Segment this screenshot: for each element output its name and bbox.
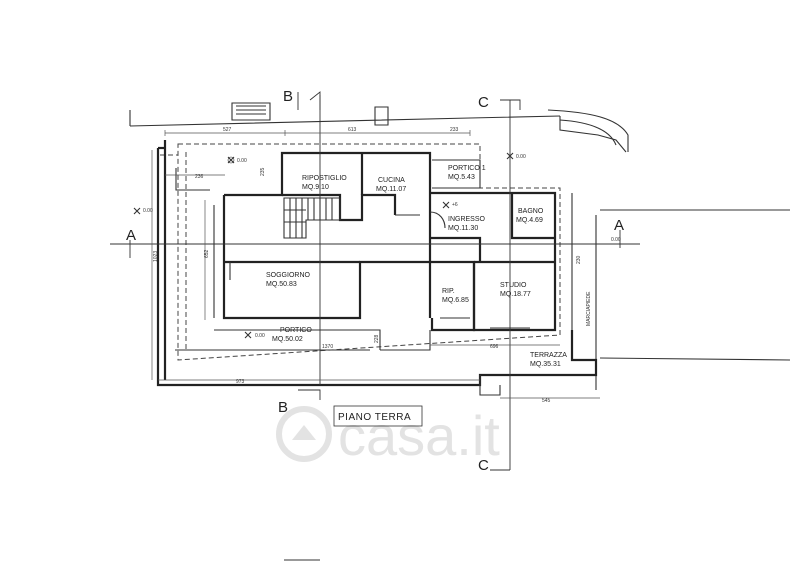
svg-text:+6: +6 bbox=[452, 202, 458, 208]
room-name: BAGNO bbox=[518, 208, 544, 215]
room-area: MQ.50.02 bbox=[272, 336, 303, 343]
level-values: 0.00 0.00 0.00 0.00 0.00 +6 bbox=[143, 154, 621, 339]
room-area: MQ.11.30 bbox=[448, 225, 478, 232]
room-area: MQ.35.31 bbox=[530, 361, 561, 368]
dimension-values: 527 613 233 236 235 1023 652 1370 228 69… bbox=[153, 127, 582, 404]
stairs bbox=[283, 197, 341, 239]
svg-text:527: 527 bbox=[223, 127, 232, 133]
room-name: STUDIO bbox=[500, 282, 527, 289]
svg-text:1023: 1023 bbox=[153, 251, 159, 262]
svg-text:0.00: 0.00 bbox=[143, 208, 153, 214]
level-markers bbox=[133, 152, 514, 339]
room-name: RIPOSTIGLIO bbox=[302, 175, 347, 182]
section-a-left: A bbox=[126, 227, 136, 244]
dimension-lines bbox=[151, 130, 600, 399]
svg-text:1370: 1370 bbox=[322, 344, 333, 350]
svg-text:casa.it: casa.it bbox=[338, 404, 500, 467]
building-walls bbox=[156, 140, 598, 396]
svg-text:545: 545 bbox=[542, 398, 551, 404]
svg-text:652: 652 bbox=[204, 249, 210, 258]
svg-text:230: 230 bbox=[576, 255, 582, 264]
room-name: CUCINA bbox=[378, 177, 405, 184]
svg-text:0.00: 0.00 bbox=[255, 333, 265, 339]
room-area: MQ.6.85 bbox=[442, 297, 469, 304]
section-c-bottom: C bbox=[478, 457, 489, 474]
section-b-bottom: B bbox=[278, 399, 288, 416]
room-area: MQ.9.10 bbox=[302, 184, 329, 191]
svg-text:973: 973 bbox=[236, 379, 245, 385]
svg-text:236: 236 bbox=[195, 174, 204, 180]
room-area: MQ.50.83 bbox=[266, 281, 297, 288]
svg-text:0.00: 0.00 bbox=[516, 154, 526, 160]
section-c-top: C bbox=[478, 94, 489, 111]
plan-title: PIANO TERRA bbox=[333, 405, 423, 427]
svg-text:696: 696 bbox=[490, 344, 499, 350]
room-name: PORTICO bbox=[280, 327, 312, 334]
perimeter-dashed bbox=[160, 143, 561, 361]
room-area: MQ.5.43 bbox=[448, 174, 475, 181]
plan-title-text: PIANO TERRA bbox=[338, 412, 411, 423]
site-context bbox=[129, 102, 791, 390]
room-name: RIP. bbox=[442, 288, 455, 295]
section-markers: B B C C A A bbox=[126, 88, 624, 474]
svg-text:613: 613 bbox=[348, 127, 357, 133]
room-name: INGRESSO bbox=[448, 216, 486, 223]
doors bbox=[229, 211, 530, 329]
room-labels: RIPOSTIGLIO MQ.9.10 CUCINA MQ.11.07 PORT… bbox=[266, 165, 592, 368]
room-area: MQ.18.77 bbox=[500, 291, 531, 298]
svg-text:235: 235 bbox=[260, 167, 266, 176]
section-lines bbox=[110, 91, 640, 471]
room-name: SOGGIORNO bbox=[266, 272, 311, 279]
watermark: casa.it bbox=[276, 404, 500, 467]
svg-text:233: 233 bbox=[450, 127, 459, 133]
section-a-right: A bbox=[614, 217, 624, 234]
svg-text:228: 228 bbox=[374, 334, 380, 343]
room-name: PORTICO 1 bbox=[448, 165, 486, 172]
room-area: MQ.11.07 bbox=[376, 186, 406, 193]
svg-text:0.00: 0.00 bbox=[611, 237, 621, 243]
room-area: MQ.4.69 bbox=[516, 217, 543, 224]
section-b-top: B bbox=[283, 88, 293, 105]
room-name: TERRAZZA bbox=[530, 352, 567, 359]
svg-text:0.00: 0.00 bbox=[237, 158, 247, 164]
street-label: MARCIAPIEDE bbox=[586, 291, 592, 326]
